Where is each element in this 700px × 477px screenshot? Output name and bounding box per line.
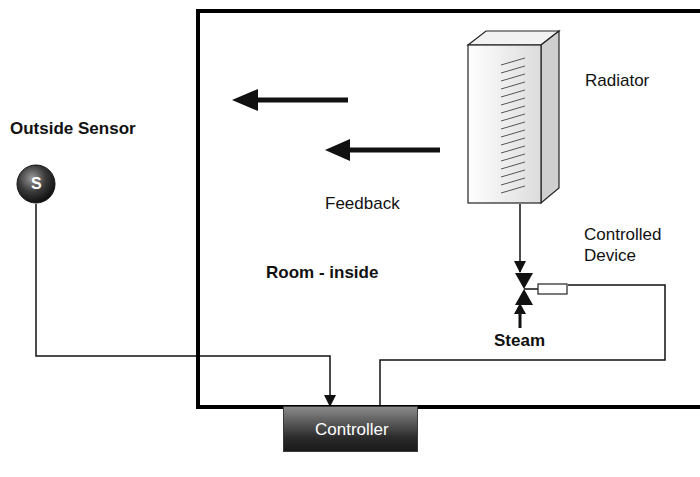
radiator-fin xyxy=(501,138,525,145)
wire-connector xyxy=(36,204,330,406)
radiator-label: Radiator xyxy=(585,70,649,91)
sensor-circle: Outside SensorS xyxy=(16,164,56,204)
sensor-letter: S xyxy=(31,174,42,194)
radiator-fin xyxy=(501,170,525,177)
radiator-fin xyxy=(501,154,525,161)
feedback-arrow xyxy=(232,89,348,111)
radiator-fin xyxy=(501,122,525,129)
radiator: Radiator xyxy=(467,30,560,204)
controlled-device: Controlled Device xyxy=(510,272,568,306)
radiator-fin xyxy=(501,178,525,185)
radiator-fin xyxy=(501,130,525,137)
radiator-fin xyxy=(501,74,525,81)
radiator-front xyxy=(468,45,541,203)
radiator-side xyxy=(541,31,559,203)
radiator-shape xyxy=(467,30,560,204)
radiator-fin xyxy=(501,58,525,65)
feedback-label: Feedback xyxy=(323,193,402,214)
valve-actuator xyxy=(538,284,567,294)
radiator-fin xyxy=(501,114,525,121)
radiator-fin xyxy=(501,186,525,193)
steam-label: Steam xyxy=(492,330,547,351)
valve-stem xyxy=(524,288,538,290)
radiator-fin xyxy=(501,162,525,169)
controller-label: Controller xyxy=(315,419,389,440)
radiator-fin xyxy=(501,106,525,113)
wire-connector xyxy=(380,285,665,406)
valve-upper xyxy=(515,273,533,289)
radiator-fin xyxy=(501,90,525,97)
sensor-body xyxy=(17,165,55,203)
steam-arrow xyxy=(514,303,526,328)
controller-box: Controller xyxy=(283,406,418,452)
sensor-label: Outside Sensor xyxy=(10,118,136,139)
wire-connector xyxy=(519,204,521,272)
room-label: Room - inside xyxy=(266,262,378,283)
device-label: Controlled Device xyxy=(584,224,694,267)
room-boundary: Room - inside RadiatorControlled Device xyxy=(196,9,700,409)
radiator-fin xyxy=(501,82,525,89)
radiator-fin xyxy=(501,66,525,73)
valve-shape xyxy=(510,272,568,306)
radiator-fin xyxy=(501,146,525,153)
feedback-arrow xyxy=(325,139,440,161)
radiator-fin xyxy=(501,98,525,105)
valve-lower xyxy=(515,289,533,305)
